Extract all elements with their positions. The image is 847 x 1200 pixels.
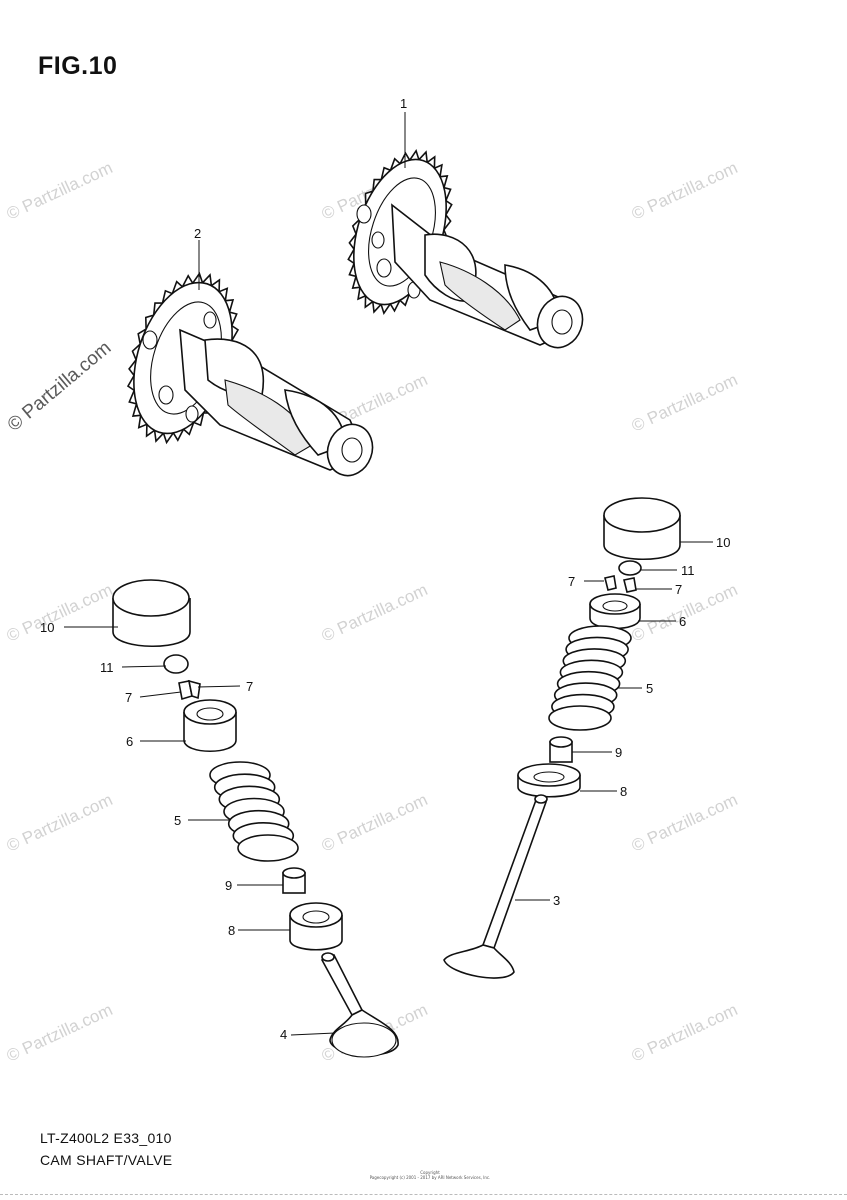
watermark: © Partzilla.com [629, 370, 741, 436]
callout-8: 8 [620, 784, 627, 799]
camshaft-2[interactable] [116, 270, 379, 482]
callout-2: 2 [194, 226, 201, 241]
callout-7: 7 [246, 679, 253, 694]
spring-retainer-right[interactable] [589, 593, 641, 630]
tappet-right[interactable] [603, 497, 681, 560]
shim-left[interactable] [163, 654, 189, 674]
callout-5: 5 [174, 813, 181, 828]
callout-9: 9 [225, 878, 232, 893]
watermark: © Partzilla.com [629, 158, 741, 224]
model-code: LT-Z400L2 E33_010 [40, 1130, 172, 1146]
shim-right[interactable] [618, 560, 642, 576]
cotters-right[interactable] [604, 575, 637, 593]
section-name: CAM SHAFT/VALVE [40, 1152, 173, 1168]
valve-spring-left[interactable] [209, 761, 299, 862]
callout-6: 6 [126, 734, 133, 749]
valve-spring-right[interactable] [548, 625, 632, 731]
callout-4: 4 [280, 1027, 287, 1042]
watermark: © Partzilla.com [319, 790, 431, 856]
callout-1: 1 [400, 96, 407, 111]
tappet-left[interactable] [112, 579, 191, 647]
callout-5: 5 [646, 681, 653, 696]
camshaft-1[interactable] [337, 148, 590, 354]
callout-7: 7 [125, 690, 132, 705]
watermark: © Partzilla.com [4, 337, 116, 435]
watermark: © Partzilla.com [629, 790, 741, 856]
spring-retainer-left[interactable] [183, 699, 237, 753]
watermark: © Partzilla.com [4, 1000, 116, 1066]
watermark: © Partzilla.com [4, 158, 116, 224]
valve-assembly-right [443, 497, 681, 979]
callout-10: 10 [716, 535, 730, 550]
stem-seal-left[interactable] [282, 867, 306, 894]
watermark: © Partzilla.com [4, 790, 116, 856]
valve-assembly-left [112, 579, 399, 1058]
callout-numbers: 1 2 10 11 7 7 6 5 9 8 4 10 11 7 7 6 5 9 … [40, 96, 730, 1042]
spring-seat-right[interactable] [517, 763, 581, 798]
copyright-text: Pagecopyright (c) 2001 - 2017 by ARI Net… [369, 1175, 491, 1180]
callout-6: 6 [679, 614, 686, 629]
callout-9: 9 [615, 745, 622, 760]
callout-11: 11 [100, 660, 114, 675]
watermark: © Partzilla.com [319, 580, 431, 646]
footer-divider [0, 1194, 847, 1195]
callout-3: 3 [553, 893, 560, 908]
leader-lines [64, 112, 713, 1036]
spring-seat-left[interactable] [289, 902, 343, 951]
figure-title: FIG.10 [38, 52, 118, 80]
callout-7: 7 [675, 582, 682, 597]
watermark: © Partzilla.com [629, 580, 741, 646]
watermark: © Partzilla.com [629, 1000, 741, 1066]
cotters-left[interactable] [178, 679, 201, 701]
callout-8: 8 [228, 923, 235, 938]
callout-10: 10 [40, 620, 54, 635]
callout-11: 11 [681, 563, 695, 578]
stem-seal-right[interactable] [549, 736, 573, 763]
callout-7: 7 [568, 574, 575, 589]
copyright-notice: Copyright Pagecopyright (c) 2001 - 2017 … [365, 1170, 495, 1180]
watermark: © Partzilla.com [4, 580, 116, 646]
copyright-label: Copyright [420, 1170, 440, 1175]
exhaust-valve-4[interactable] [320, 952, 399, 1058]
intake-valve-3[interactable] [443, 794, 548, 979]
